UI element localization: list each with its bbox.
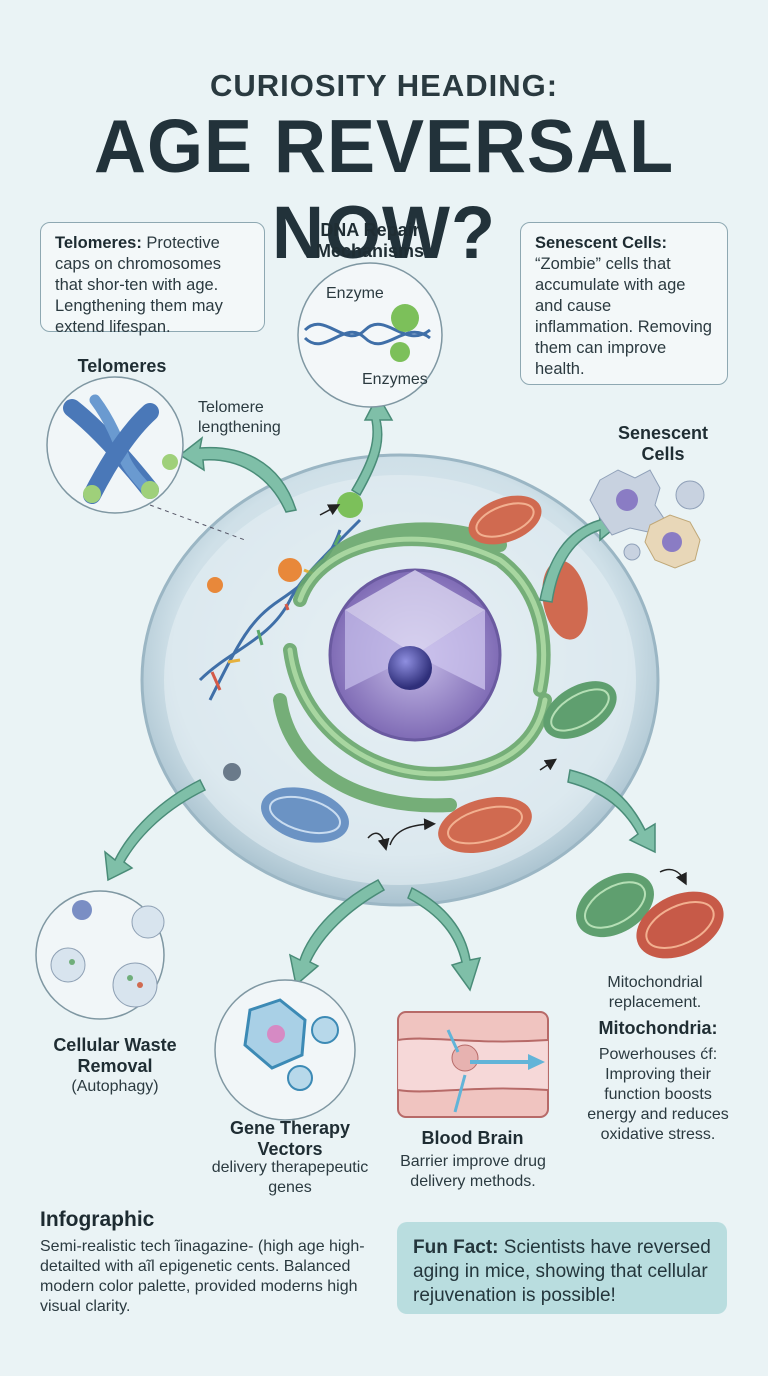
dna-repair-title: DNA Repair Mechanisms (315, 220, 425, 261)
senescent-cells-illustration (589, 469, 705, 569)
enzyme-bottom-label: Enzymes (362, 371, 428, 388)
autophagy-sub: (Autophagy) (71, 1078, 159, 1095)
mitochondria-in-cell (207, 495, 617, 854)
telomeres-term: Telomeres: (55, 234, 142, 252)
mitochondria-text: Powerhouses ćf: Improving their function… (587, 1046, 729, 1143)
bbb-title: Blood Brain (421, 1128, 524, 1148)
mito-replacement-caption: Mitochondrial replacement. (607, 974, 703, 1011)
telomere-caption: Telomere lengthening (198, 399, 281, 436)
blood-brain-barrier-illustration (397, 1011, 549, 1118)
fun-fact-box: Fun Fact: Scientists have reversed aging… (397, 1222, 727, 1314)
page-title: AGE REVERSAL NOW? (93, 104, 675, 276)
gene-vectors-illustration (214, 979, 356, 1121)
telomeres-text: Protective caps on chromosomes that shor… (55, 234, 223, 336)
telomere-illustration (46, 376, 246, 541)
kicker-heading: CURIOSITY HEADING: (209, 68, 559, 103)
mitochondria-replacement-illustration (576, 868, 724, 959)
autophagy-illustration (35, 890, 165, 1020)
telomeres-info-box: Telomeres: Protective caps on chromosome… (40, 222, 265, 336)
enzyme-top-label: Enzyme (326, 285, 384, 302)
gene-therapy-title: Gene Therapy Vectors (229, 1118, 351, 1159)
fun-fact-term: Fun Fact: (413, 1237, 499, 1258)
gene-therapy-sub: delivery therapepeutic genes (211, 1159, 369, 1196)
telomeres-panel-title: Telomeres (77, 356, 167, 376)
senescent-info-box: Senescent Cells: “Zombie” cells that acc… (520, 222, 728, 385)
dna-repair-illustration (297, 262, 443, 408)
nucleus (328, 568, 502, 742)
senescent-term: Senescent Cells: (535, 234, 668, 252)
autophagy-title: Cellular Waste Removal (53, 1035, 177, 1076)
senescent-panel-title: Senescent Cells (617, 423, 709, 464)
mitochondria-term: Mitochondria: (598, 1018, 718, 1038)
senescent-text: “Zombie” cells that accumulate with age … (535, 255, 712, 378)
bbb-sub: Barrier improve drug delivery methods. (400, 1153, 546, 1190)
infographic-text: Semi-realistic tech ĩinagazine- (high ag… (40, 1238, 365, 1315)
fun-fact-text: Scientists have reversed aging in mice, … (413, 1237, 711, 1306)
infographic-title: Infographic (40, 1208, 155, 1231)
